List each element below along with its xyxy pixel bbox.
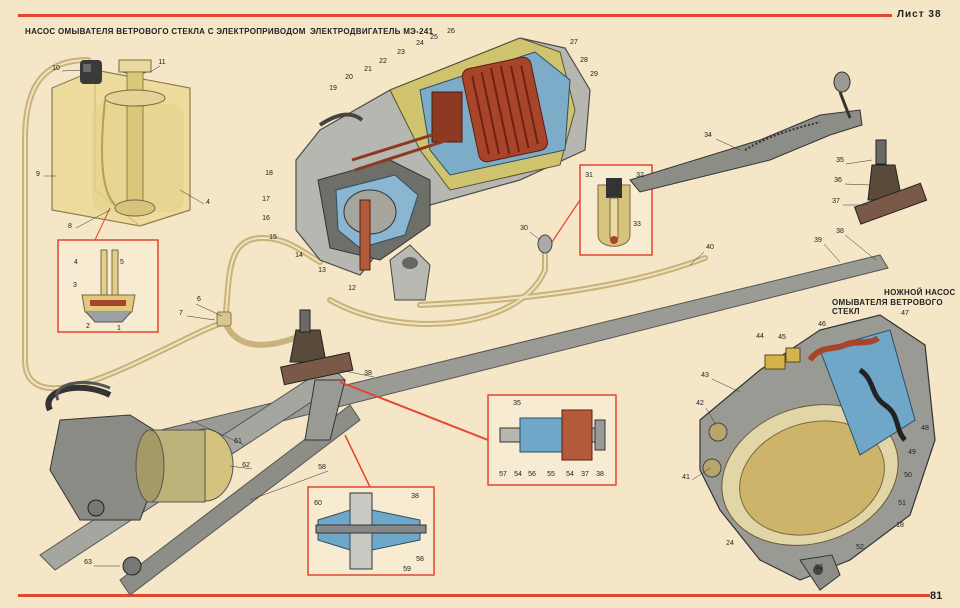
callout-60: 60 (314, 500, 322, 507)
callout-63: 63 (84, 559, 92, 566)
callout-24: 24 (416, 40, 424, 47)
callout-13: 13 (318, 267, 326, 274)
sheet-label: Лист 38 (897, 9, 942, 20)
callout-18: 18 (896, 522, 904, 529)
callout-38: 38 (836, 228, 844, 235)
callout-17: 17 (262, 196, 270, 203)
wiper-pivot-right (853, 139, 928, 225)
callout-46: 46 (818, 321, 826, 328)
callout-16: 16 (262, 215, 270, 222)
foot-pump-title-1: НОЖНОЙ НАСОС (884, 288, 956, 297)
callout-6: 6 (197, 296, 201, 303)
callout-20: 20 (345, 74, 353, 81)
callout-24: 24 (726, 540, 734, 547)
callout-54: 54 (566, 471, 574, 478)
bottom-rule (18, 594, 930, 597)
callout-38: 38 (596, 471, 604, 478)
motor-title: ЭЛЕКТРОДВИГАТЕЛЬ МЭ-241 (310, 27, 434, 36)
callout-1: 1 (117, 325, 121, 332)
callout-38: 38 (411, 493, 419, 500)
callout-4: 4 (74, 259, 78, 266)
callout-41: 41 (682, 474, 690, 481)
callout-9: 9 (36, 171, 40, 178)
callout-57: 57 (499, 471, 507, 478)
pump-title: НАСОС ОМЫВАТЕЛЯ ВЕТРОВОГО СТЕКЛА С ЭЛЕКТ… (25, 27, 306, 36)
callout-12: 12 (348, 285, 356, 292)
inset-valve (57, 207, 159, 333)
callout-50: 50 (904, 472, 912, 479)
callout-36: 36 (834, 177, 842, 184)
wiper-motor (45, 380, 234, 576)
callout-48: 48 (921, 425, 929, 432)
callout-44: 44 (756, 333, 764, 340)
callout-23: 23 (397, 49, 405, 56)
callout-27: 27 (570, 39, 578, 46)
page-number: 81 (930, 590, 943, 602)
callout-21: 21 (364, 66, 372, 73)
callout-58: 58 (416, 556, 424, 563)
callout-61: 61 (234, 438, 242, 445)
callout-49: 49 (908, 449, 916, 456)
washer-tank (51, 59, 191, 227)
callout-43: 43 (701, 372, 709, 379)
callout-47: 47 (901, 310, 909, 317)
callout-53: 53 (815, 564, 823, 571)
callout-38: 38 (364, 370, 372, 377)
callout-10: 10 (52, 65, 60, 72)
callout-35: 35 (836, 157, 844, 164)
inset-ball-joint (307, 434, 435, 576)
callout-39: 39 (814, 237, 822, 244)
hose-tee-to-nozzle (222, 319, 303, 348)
callout-3: 3 (73, 282, 77, 289)
foot-pump (699, 314, 936, 591)
callout-34: 34 (704, 132, 712, 139)
callout-29: 29 (590, 71, 598, 78)
foot-pump-title-2: ОМЫВАТЕЛЯ ВЕТРОВОГО СТЕКЛ (832, 298, 943, 316)
inset-pivot-bushing (339, 381, 617, 486)
callout-32: 32 (636, 172, 644, 179)
callout-8: 8 (68, 223, 72, 230)
callout-54: 54 (514, 471, 522, 478)
check-valve-30 (537, 234, 553, 254)
callout-26: 26 (447, 28, 455, 35)
hose-tee-to-motor-pump (222, 234, 323, 325)
wiper-arm-34 (629, 71, 863, 193)
callout-5: 5 (120, 259, 124, 266)
callout-37: 37 (832, 198, 840, 205)
hose-40 (417, 255, 708, 308)
callout-numbers: 1234456789101112131415161718192021222324… (36, 28, 929, 573)
callout-62: 62 (242, 462, 250, 469)
callout-52: 52 (856, 544, 864, 551)
electric-motor (295, 37, 591, 301)
callout-4: 4 (206, 199, 210, 206)
callout-22: 22 (379, 58, 387, 65)
callout-56: 56 (528, 471, 536, 478)
callout-45: 45 (778, 334, 786, 341)
callout-58: 58 (318, 464, 326, 471)
callout-30: 30 (520, 225, 528, 232)
wiper-pivot-left (280, 309, 354, 441)
callout-28: 28 (580, 57, 588, 64)
callout-35: 35 (513, 400, 521, 407)
callout-2: 2 (86, 323, 90, 330)
callout-14: 14 (295, 252, 303, 259)
callout-25: 25 (430, 34, 438, 41)
callout-11: 11 (158, 59, 165, 66)
callout-33: 33 (633, 221, 641, 228)
callout-40: 40 (706, 244, 714, 251)
callout-55: 55 (547, 471, 555, 478)
callout-15: 15 (269, 234, 277, 241)
callout-37: 37 (581, 471, 589, 478)
callout-59: 59 (403, 566, 411, 573)
hose-tee-6 (216, 311, 232, 327)
callout-19: 19 (329, 85, 337, 92)
callout-31: 31 (585, 172, 593, 179)
callout-7: 7 (179, 310, 183, 317)
callout-42: 42 (696, 400, 704, 407)
top-rule (18, 14, 892, 17)
callout-51: 51 (898, 500, 906, 507)
callout-18: 18 (265, 170, 273, 177)
